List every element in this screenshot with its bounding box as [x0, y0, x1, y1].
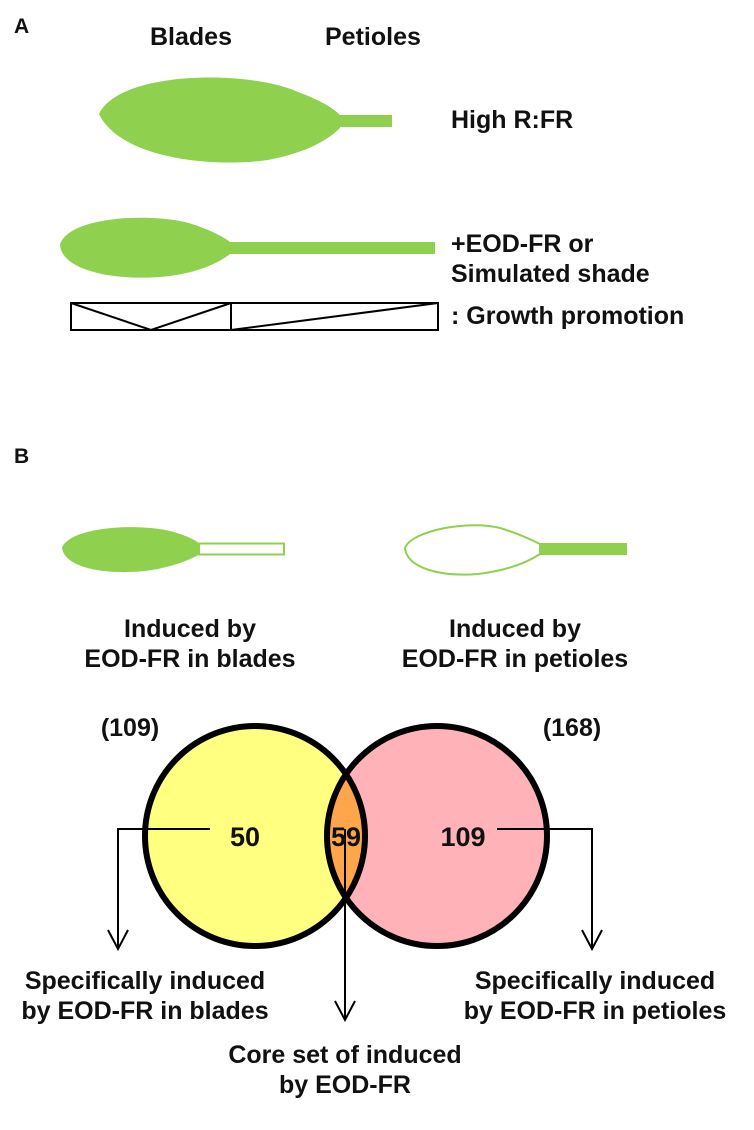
leaf-shade: [60, 217, 435, 278]
venn-overlap-count: 59: [330, 822, 362, 852]
growth-box-petiole: [230, 302, 439, 331]
leaf-blade-filled: [62, 527, 200, 573]
growth-box-blade: [70, 302, 232, 331]
growth-indicator: [70, 302, 439, 332]
venn-petioles-outline: [324, 723, 550, 949]
leaf-blade-shape: [99, 77, 340, 163]
petioles-title-line2: EOD-FR in petioles: [401, 645, 629, 673]
blades-specific-note-line1: Specifically induced: [24, 967, 266, 995]
arrow-core-head: [334, 1000, 356, 1023]
condition-high-rfr: High R:FR: [451, 106, 574, 134]
blades-specific-note-line2: by EOD-FR in blades: [21, 997, 269, 1025]
leaf-blade-shape-small: [60, 217, 230, 278]
blades-title-line1: Induced by: [124, 615, 256, 643]
core-set-note-line1: Core set of induced: [228, 1041, 462, 1069]
leaf-petiole-filled: [539, 543, 627, 555]
arrow-petioles-only-head: [581, 929, 603, 952]
leaf-petiole-short: [338, 115, 392, 127]
growth-promotion-label: : Growth promotion: [451, 302, 685, 330]
leaf-petiole-long: [228, 242, 435, 254]
panel-a-label: A: [14, 15, 30, 38]
leaf-high-rfr: [99, 77, 392, 163]
petioles-title-line1: Induced by: [449, 615, 581, 643]
column-label-blades: Blades: [150, 23, 232, 51]
blades-title-line2: EOD-FR in blades: [84, 645, 296, 673]
growth-wedge-petiole: [230, 302, 439, 331]
leaf-blades-highlight: [62, 527, 285, 573]
venn-blades-outline: [142, 723, 368, 949]
venn-diagram: [142, 723, 550, 949]
venn-blades-circle: [145, 726, 365, 946]
leaf-blade-outline: [403, 524, 541, 576]
core-set-note-line2: by EOD-FR: [279, 1071, 411, 1099]
arrow-petioles-only: [497, 828, 593, 947]
leaf-petioles-highlight: [403, 524, 627, 576]
arrow-blades-only: [117, 828, 210, 947]
venn-left-total: (109): [100, 714, 160, 742]
arrow-blades-only-head: [107, 929, 129, 952]
panel-b-label: B: [14, 445, 30, 468]
venn-right-only-count: 109: [440, 822, 486, 852]
venn-right-total: (168): [542, 714, 602, 742]
petioles-specific-note-line2: by EOD-FR in petioles: [463, 997, 727, 1025]
venn-left-only-count: 50: [229, 822, 261, 852]
petioles-specific-note-line1: Specifically induced: [474, 967, 716, 995]
condition-shade-line2: Simulated shade: [451, 260, 650, 288]
growth-wedge-blade: [70, 302, 232, 332]
venn-petioles-circle: [327, 726, 547, 946]
column-label-petioles: Petioles: [325, 23, 421, 51]
condition-shade-line1: +EOD-FR or: [451, 230, 594, 258]
leaf-petiole-outline: [198, 542, 285, 556]
annotation-arrows: [107, 828, 603, 1023]
